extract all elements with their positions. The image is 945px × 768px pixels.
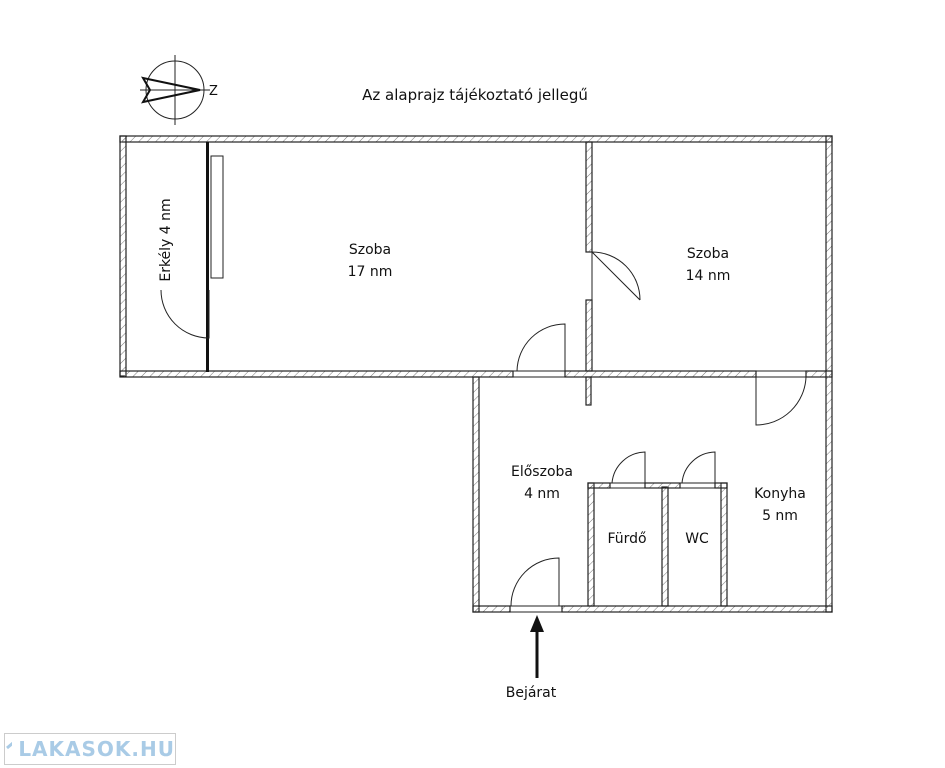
room-area-konyha: 5 nm bbox=[762, 508, 798, 524]
walls bbox=[119, 135, 833, 613]
room-area-szoba-17: 17 nm bbox=[348, 264, 393, 280]
compass-icon: Z bbox=[140, 55, 218, 125]
watermark-text: LAKASOK.HU bbox=[18, 737, 175, 761]
room-area-eloszoba: 4 nm bbox=[524, 486, 560, 502]
disclaimer-text: Az alaprajz tájékoztató jellegű bbox=[362, 86, 588, 104]
room-label-szoba-14: Szoba bbox=[687, 246, 729, 262]
room-label-eloszoba: Előszoba bbox=[511, 464, 573, 480]
doors bbox=[160, 251, 807, 613]
entrance-label: Bejárat bbox=[506, 685, 557, 701]
entrance-arrow-icon bbox=[530, 615, 544, 678]
room-label-furdo: Fürdő bbox=[607, 531, 646, 547]
watermark-logo: LAKASOK.HU bbox=[4, 733, 176, 765]
house-icon bbox=[6, 741, 13, 761]
compass-label: Z bbox=[209, 84, 218, 99]
room-area-szoba-14: 14 nm bbox=[686, 268, 731, 284]
room-label-wc: WC bbox=[685, 531, 709, 547]
room-label-erkely: Erkély 4 nm bbox=[158, 198, 174, 281]
room-label-konyha: Konyha bbox=[754, 486, 806, 502]
room-label-szoba-17: Szoba bbox=[349, 242, 391, 258]
